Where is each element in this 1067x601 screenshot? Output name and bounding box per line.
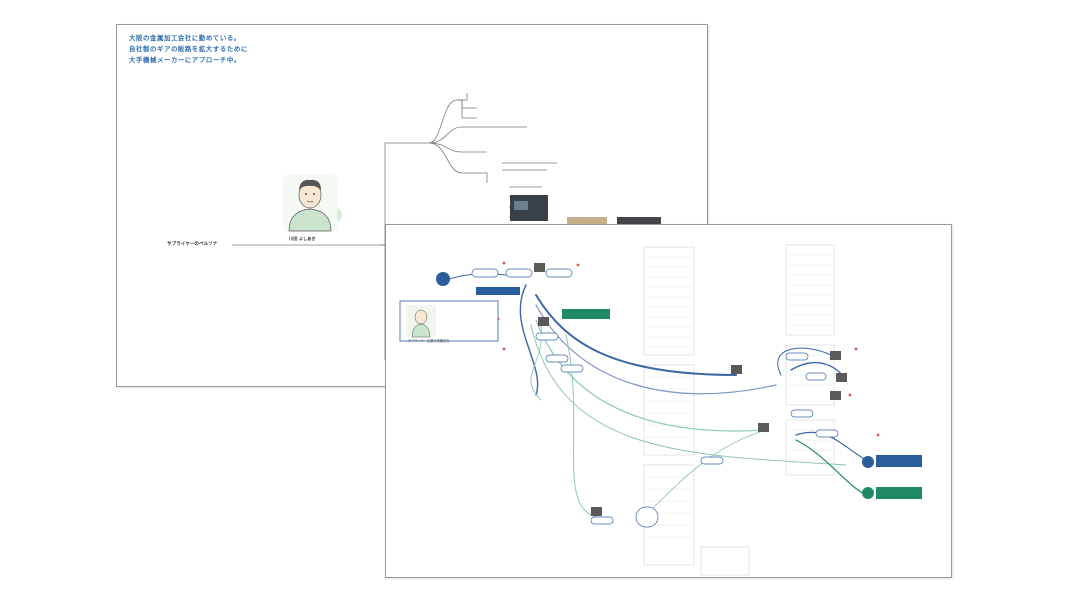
intro-line-3: 大手機械メーカーにアプローチ中。 bbox=[129, 56, 241, 64]
persona-intro: 大阪の金属加工会社に勤めている。 自社製のギアの販路を拡大するために 大手機械メ… bbox=[129, 33, 248, 66]
journey-persona-card bbox=[399, 300, 499, 342]
intro-line-1: 大阪の金属加工会社に勤めている。 bbox=[129, 34, 241, 42]
green-note bbox=[562, 309, 610, 319]
persona-name: 川田 よしあき bbox=[289, 236, 316, 241]
journey-diagram bbox=[399, 244, 880, 576]
persona-title: サプライヤーのペルソナ bbox=[167, 242, 218, 247]
journey-persona-caption: サプライヤー企業の営業担当 bbox=[408, 339, 450, 343]
intro-line-2: 自社製のギアの販路を拡大するために bbox=[129, 45, 248, 53]
end-note-green bbox=[876, 487, 922, 499]
persona-avatar bbox=[283, 175, 337, 232]
end-note-blue bbox=[876, 455, 922, 467]
journey-sheet: サプライヤー企業の営業担当 bbox=[385, 224, 952, 578]
blue-note bbox=[476, 287, 520, 295]
